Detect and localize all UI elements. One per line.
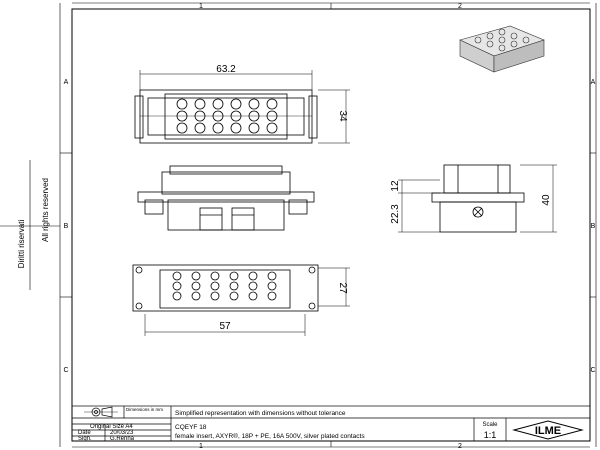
- dim-top-height: 34: [337, 110, 348, 122]
- row-label-a-right: A: [591, 79, 596, 86]
- contact-cavity: [210, 291, 220, 301]
- contact-cavity: [266, 122, 278, 134]
- col-label-2-bottom: 2: [458, 443, 462, 450]
- sign-label: Sign.: [78, 436, 92, 442]
- contact-cavity: [248, 281, 258, 291]
- rights-note-it: Diritti riservati: [17, 220, 26, 269]
- dim-side-total: 40: [541, 194, 552, 206]
- col-label-1: 1: [199, 3, 203, 10]
- contact-cavity: [194, 98, 206, 110]
- contact-cavity: [248, 122, 260, 134]
- rights-note: All rights reserved: [41, 178, 50, 242]
- contact-cavity: [194, 122, 206, 134]
- dim-side-small: 12: [390, 180, 401, 192]
- side-view: [431, 164, 525, 233]
- contact-cavity: [229, 271, 239, 281]
- col-label-2: 2: [458, 3, 462, 10]
- contact-cavity: [267, 291, 277, 301]
- ilme-logo: ILME: [512, 420, 584, 440]
- contact-cavity: [191, 281, 201, 291]
- contact-cavity: [266, 98, 278, 110]
- contact-cavity: [176, 122, 188, 134]
- date-label: Date: [78, 430, 91, 436]
- row-label-c: C: [63, 367, 68, 374]
- title-block: [71, 405, 591, 442]
- contact-cavity: [191, 291, 201, 301]
- dim-side-mid: 22.3: [390, 204, 401, 224]
- contact-cavity: [172, 291, 182, 301]
- legend-label: Dimensions in mm: [126, 407, 163, 412]
- contact-cavity: [248, 98, 260, 110]
- contact-cavity: [230, 98, 242, 110]
- note-text: Simplified representation with dimension…: [175, 410, 346, 417]
- row-label-a: A: [64, 79, 69, 86]
- bottom-view: [132, 264, 319, 312]
- dim-bottom-height: 27: [337, 282, 348, 294]
- contact-cavity: [210, 271, 220, 281]
- contact-cavity: [229, 291, 239, 301]
- contact-cavity: [176, 98, 188, 110]
- dim-top-width: 63.2: [216, 64, 236, 75]
- contact-cavity: [248, 291, 258, 301]
- isometric-view: [459, 25, 545, 73]
- product-code: CQEYF 18: [175, 424, 207, 431]
- contact-cavity: [230, 122, 242, 134]
- scale-value: 1:1: [484, 430, 497, 440]
- contact-cavity: [212, 122, 224, 134]
- front-view: [137, 165, 315, 231]
- sign-value: G.Renna: [110, 436, 135, 442]
- contact-cavity: [172, 281, 182, 291]
- contact-cavity: [267, 281, 277, 291]
- contact-cavity: [248, 271, 258, 281]
- dim-bottom-width: 57: [219, 321, 231, 332]
- original-size: Original Size A4: [90, 424, 133, 430]
- date-value: 20/03/23: [110, 430, 134, 436]
- scale-label: Scale: [482, 422, 498, 428]
- product-description: female insert, AXYR®, 18P + PE, 16A 500V…: [175, 432, 365, 440]
- contact-cavity: [210, 281, 220, 291]
- top-view: [134, 89, 318, 144]
- contact-cavity: [229, 281, 239, 291]
- logo-text: ILME: [535, 425, 561, 437]
- row-label-b: B: [64, 223, 69, 230]
- contact-cavity: [212, 98, 224, 110]
- contact-cavity: [172, 271, 182, 281]
- row-label-b-right: B: [591, 223, 596, 230]
- contact-cavity: [191, 271, 201, 281]
- contact-cavity: [267, 271, 277, 281]
- row-label-c-right: C: [590, 367, 595, 374]
- col-label-1-bottom: 1: [199, 443, 203, 450]
